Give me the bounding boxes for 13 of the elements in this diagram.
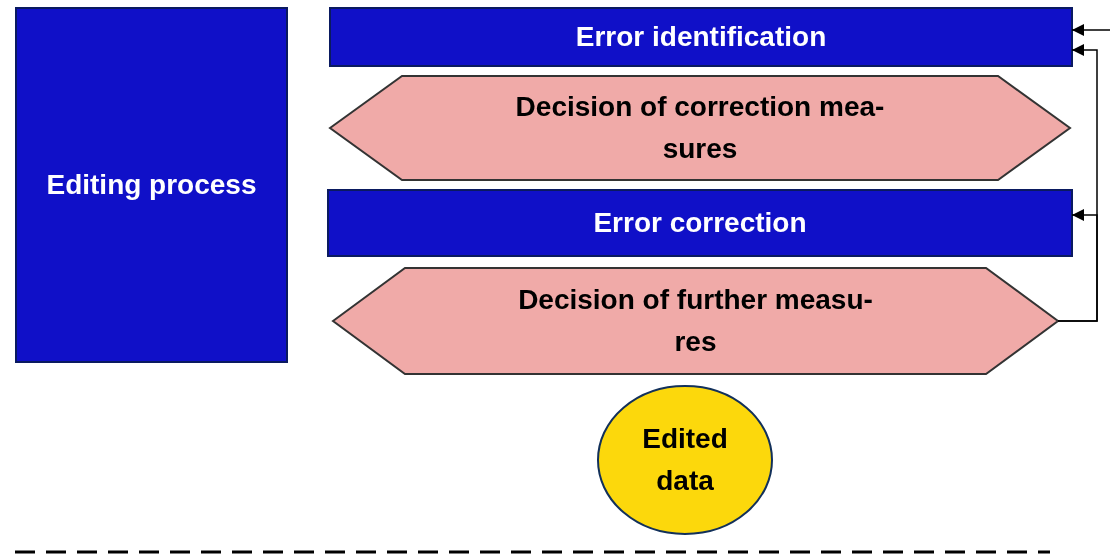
process-box — [328, 190, 1072, 256]
decision-hexagon — [330, 76, 1070, 180]
node-label: Error correction — [593, 206, 807, 240]
arrow — [1057, 209, 1098, 322]
node-label: Decision of correction mea- sures — [514, 90, 886, 166]
node-label: Editing process — [46, 168, 257, 202]
process-box — [330, 8, 1072, 66]
process-box — [16, 8, 287, 362]
node-label: Decision of further measu- res — [517, 283, 874, 359]
node-label: Edited data — [641, 422, 729, 498]
node-label: Error identification — [575, 20, 827, 54]
decision-hexagon — [333, 268, 1058, 374]
data-ellipse — [597, 385, 773, 535]
